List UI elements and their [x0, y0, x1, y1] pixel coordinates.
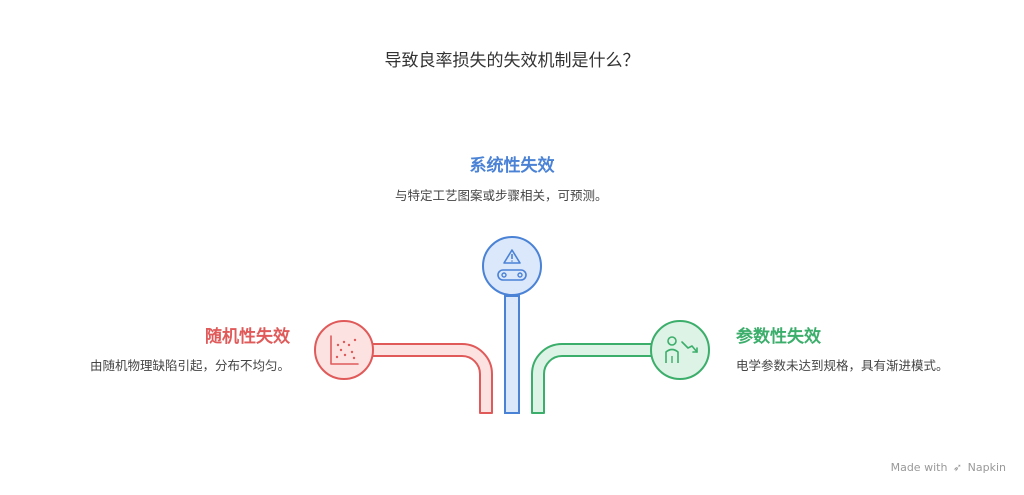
random-failure-description: 由随机物理缺陷引起，分布不均匀。: [89, 358, 290, 373]
systematic-failure-heading: 系统性失效: [469, 156, 555, 176]
footer-branding: Made with ➶ Napkin: [891, 461, 1006, 474]
scatter-plot-icon: [314, 320, 374, 380]
diagram-title: 导致良率损失的失效机制是什么？: [384, 51, 640, 71]
parametric-failure-description: 电学参数未达到规格，具有渐进模式。: [736, 358, 949, 373]
parametric-failure-heading: 参数性失效: [736, 327, 821, 347]
person-target-icon: [650, 320, 710, 380]
footer-brand: Napkin: [967, 461, 1006, 474]
systematic-connector: [504, 295, 520, 414]
systematic-failure-description: 与特定工艺图案或步骤相关，可预测。: [395, 188, 608, 203]
random-failure-heading: 随机性失效: [205, 327, 290, 347]
napkin-logo-icon: ➶: [952, 461, 963, 474]
footer-made-with: Made with: [890, 461, 948, 474]
parametric-connector: [531, 343, 653, 414]
random-connector: [371, 343, 493, 414]
warning-conveyor-icon: [482, 236, 542, 296]
